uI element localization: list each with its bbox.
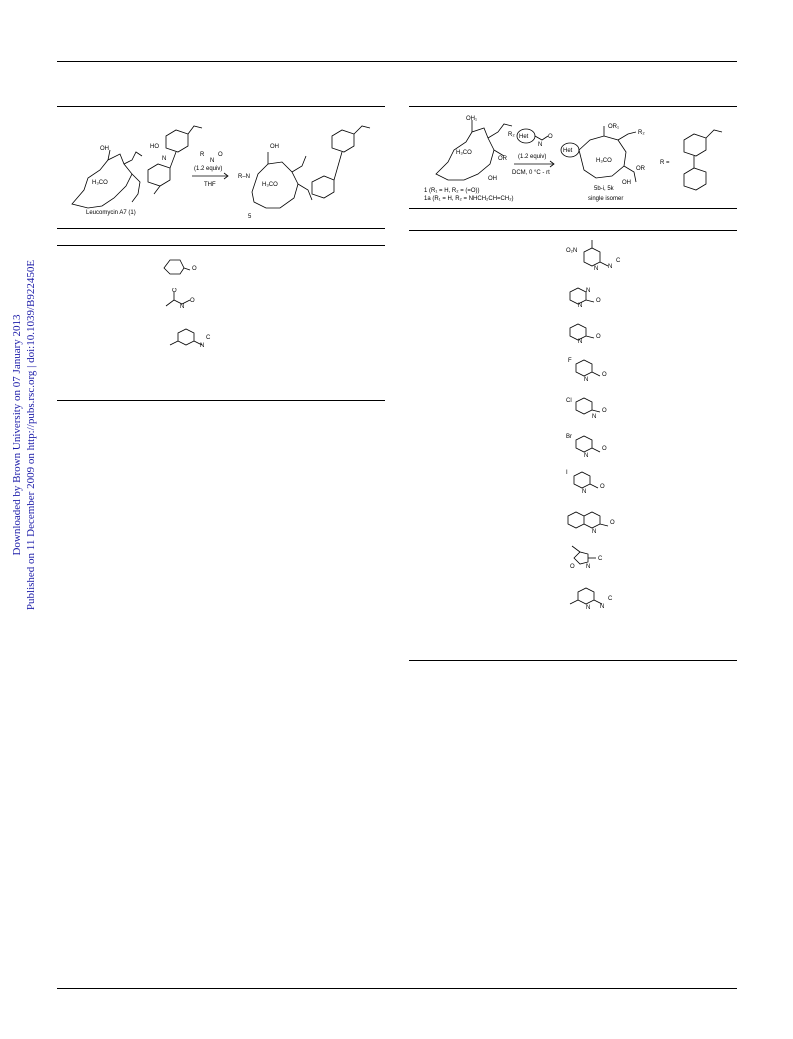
scheme-right-bottom-rule (409, 208, 737, 209)
table-right-entry-8: N O (567, 511, 615, 534)
table-left-entry-2: O N O (165, 288, 195, 310)
chloro-label: Cl (566, 398, 572, 404)
right-conditions: DCM, 0 °C - rt (512, 170, 550, 176)
atom-rn: R–N (238, 174, 250, 180)
atom-oh: OH (100, 146, 109, 152)
right-cmpd1a: 1a (R₁ = H, R₂ = NHCH₂CH=CH₂) (424, 196, 514, 202)
atom-ho: HO (150, 144, 159, 150)
entry8-o: O (610, 520, 615, 526)
page-top-rule (57, 61, 737, 62)
reagent-solvent: THF (204, 182, 216, 188)
right-product-label: 5b-i, 5k (594, 186, 615, 192)
reagent-n: N (210, 158, 214, 164)
reagent-o: O (218, 152, 223, 158)
right-equiv: (1.2 equiv) (518, 154, 546, 160)
table-right-entry-9: O N C (570, 545, 603, 570)
right-or-product: OR (636, 166, 646, 172)
page-bottom-rule (57, 988, 737, 989)
table-right-entry-6: Br N O (566, 434, 607, 458)
entry9-o: O (570, 564, 575, 570)
scheme-right-figure: OH₁ R₂ H₃CO OR OH Het N O (1.2 equiv) DC… (424, 116, 723, 202)
fluoro-label: F (568, 358, 572, 364)
product-label: 5 (248, 214, 252, 220)
table-left-atom-o1: O (192, 266, 197, 272)
right-r2-product: R₂ (638, 130, 645, 136)
atom-n: N (162, 156, 166, 162)
table-left-top-rule (57, 245, 385, 246)
table-left-atom-n1: N (180, 304, 184, 310)
entry3-n: N (578, 339, 582, 344)
entry6-n: N (584, 453, 588, 458)
right-oh-top: OH₁ (466, 116, 477, 122)
entry3-o: O (596, 334, 601, 340)
table-right-entry-3: N O (569, 323, 601, 344)
table-left-bottom-rule (57, 400, 385, 401)
iodo-label: I (566, 470, 568, 476)
scheme-right-top-rule (409, 106, 737, 107)
entry10-c: C (608, 596, 613, 602)
atom-h3co: H₃CO (92, 180, 108, 186)
right-r-equals: R = (660, 160, 670, 166)
right-n-reagent: N (538, 142, 542, 148)
scheme-left-top-rule (57, 106, 385, 107)
right-oh-start: OH (488, 176, 497, 182)
right-or1-product: OR₁ (608, 124, 619, 130)
download-notice: Downloaded by Brown University on 07 Jan… (4, 259, 44, 609)
table-right-entry-10: N N C (569, 587, 613, 610)
entry7-n: N (582, 489, 586, 494)
entry10-n2: N (600, 604, 604, 610)
right-cmpd1: 1 (R₁ = H, R₂ = (=O)) (424, 188, 480, 194)
reagent-r: R (200, 152, 205, 158)
right-isomer: single isomer (588, 196, 623, 202)
scheme-left-bottom-rule (57, 228, 385, 229)
right-h3co-product: H₃CO (596, 158, 612, 164)
entry1-c: C (616, 258, 621, 264)
entry2-n1: N (586, 288, 590, 294)
table-right-entry-5: Cl N O (566, 397, 607, 420)
product-h3co: H₃CO (262, 182, 278, 188)
table-left-atom-n2: N (200, 343, 204, 349)
entry5-o: O (602, 408, 607, 414)
table-left-atom-c: C (206, 335, 211, 341)
publication-line: Published on 11 December 2009 on http://… (25, 259, 37, 610)
scheme-left-figure: OH H₃CO N HO Leucomycin A7 (1) R N O (1.… (71, 125, 371, 220)
product-oh: OH (270, 144, 279, 150)
download-notice-text: Downloaded by Brown University on 07 Jan… (10, 259, 38, 609)
start-label: Leucomycin A7 (1) (86, 210, 136, 216)
entry7-o: O (600, 484, 605, 490)
entry8-n: N (592, 529, 596, 534)
table-right-entry-1: O₂N N N C (566, 240, 621, 272)
entry4-o: O (602, 372, 607, 378)
table-right-entry-7: I N O (566, 470, 605, 494)
entry5-n: N (592, 414, 596, 420)
table-right-bottom-rule (409, 660, 737, 661)
download-line: Downloaded by Brown University on 07 Jan… (11, 313, 23, 556)
right-het-product: Het (563, 148, 573, 154)
entry2-n2: N (578, 303, 582, 308)
right-r2-start: R₂ (508, 132, 515, 138)
reagent-equiv: (1.2 equiv) (194, 166, 222, 172)
entry1-n: N (594, 266, 598, 272)
right-h3co-start: H₃CO (456, 150, 472, 156)
table-right-entry-2: N N O (569, 287, 601, 308)
table-left-entry-3: N C (169, 328, 211, 349)
entry10-n: N (586, 605, 590, 610)
right-o-reagent: O (548, 134, 553, 140)
table-left-atom-o2: O (172, 288, 177, 294)
table-right-entry-4: F N O (568, 358, 607, 382)
right-het-reagent: Het (519, 134, 529, 140)
entry6-o: O (602, 446, 607, 452)
table-left-entry-1: O (163, 259, 197, 275)
entry9-c: C (598, 556, 603, 562)
right-or-start: OR (498, 156, 508, 162)
entry4-n: N (584, 377, 588, 382)
entry9-n: N (586, 564, 590, 570)
bromo-label: Br (566, 434, 572, 440)
entry2-o: O (596, 298, 601, 304)
table-right-top-rule (409, 230, 737, 231)
right-oh-product: OH (622, 180, 631, 186)
table-left-atom-o3: O (190, 298, 195, 304)
entry1-n2: N (608, 264, 612, 270)
nitro-label: O₂N (566, 248, 577, 254)
